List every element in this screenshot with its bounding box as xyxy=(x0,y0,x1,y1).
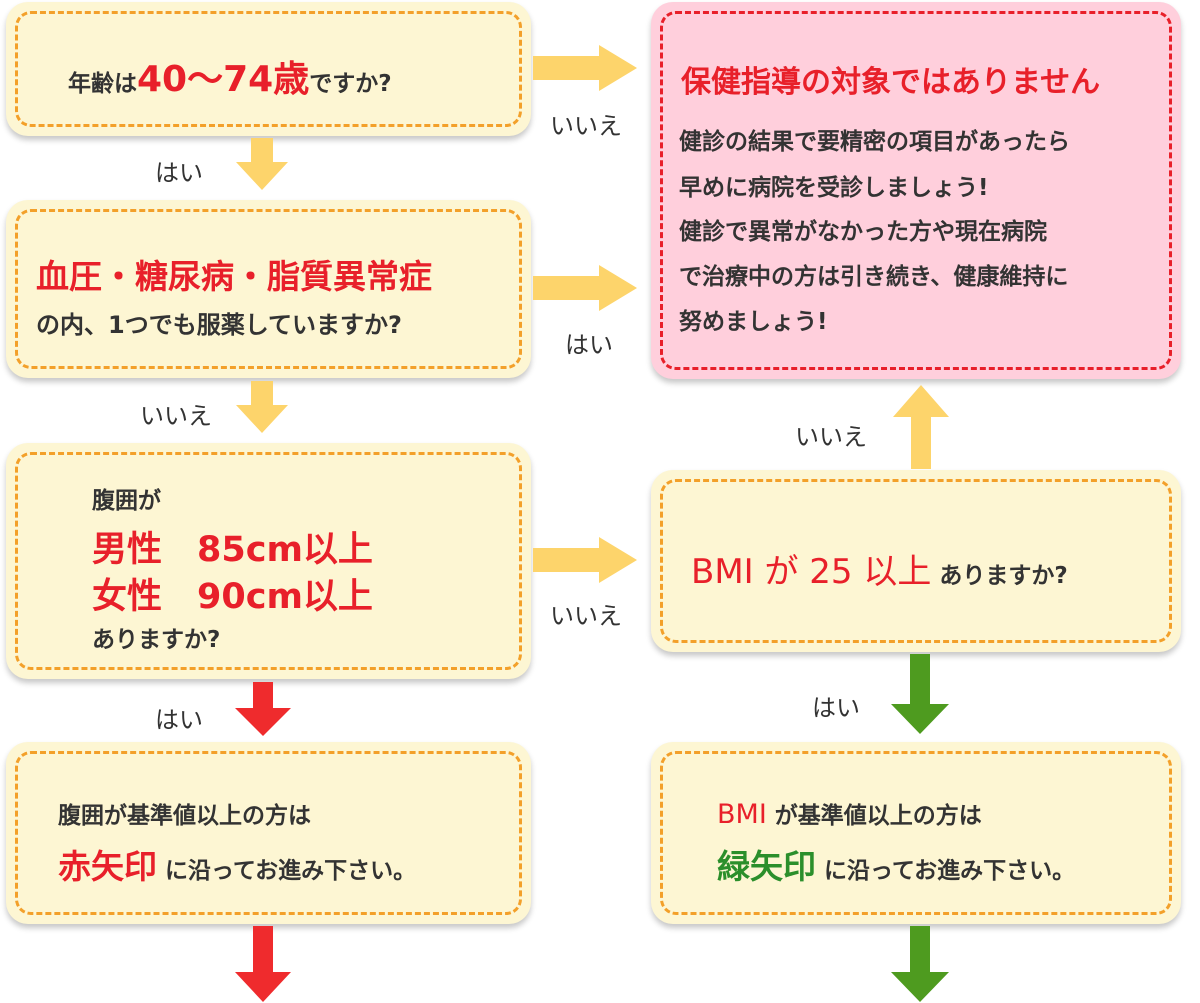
age-yes-arrow-icon xyxy=(236,138,288,190)
medication-question-box: 血圧・糖尿病・脂質異常症 の内、1つでも服薬していますか? xyxy=(6,200,531,378)
waist-question-suffix: ありますか? xyxy=(92,627,221,653)
medication-question-text: の内、1つでも服薬していますか? xyxy=(36,311,402,339)
red-arrow-highlight: 赤矢印 xyxy=(58,847,157,886)
bmi-result-line1-text: が基準値以上の方は xyxy=(774,803,982,829)
waist-yes-red-arrow-icon xyxy=(235,682,291,736)
waist-no-arrow-icon xyxy=(533,537,637,583)
bmi-threshold-highlight: BMI が 25 以上 xyxy=(691,552,932,592)
bmi-question-box: BMI が 25 以上ありますか? xyxy=(651,470,1181,652)
waist-result-box: 腹囲が基準値以上の方は 赤矢印に沿ってお進み下さい。 xyxy=(6,742,531,924)
age-question-box: 年齢は40～74歳ですか? xyxy=(6,2,531,136)
waist-question-intro: 腹囲が xyxy=(92,488,161,514)
age-range-highlight: 40～74歳 xyxy=(137,59,310,100)
age-question-text: 年齢は40～74歳ですか? xyxy=(68,50,392,102)
bmi-result-suffix: に沿ってお進み下さい。 xyxy=(824,858,1076,884)
meds-yes-label: はい xyxy=(565,331,613,359)
advice-line-1: 健診の結果で要精密の項目があったら xyxy=(679,129,1070,155)
not-target-title: 保健指導の対象ではありません xyxy=(681,65,1101,100)
bottom-green-arrow-icon xyxy=(891,926,949,1002)
bmi-no-arrow-icon xyxy=(893,385,949,469)
age-question-suffix: ですか? xyxy=(309,71,392,97)
bmi-no-label: いいえ xyxy=(795,423,867,451)
age-yes-label: はい xyxy=(155,159,203,187)
bmi-yes-label: はい xyxy=(812,694,860,722)
waist-no-label: いいえ xyxy=(550,602,622,630)
bottom-red-arrow-icon xyxy=(235,926,291,1002)
waist-result-line1: 腹囲が基準値以上の方は xyxy=(58,803,311,829)
bmi-yes-green-arrow-icon xyxy=(891,654,949,734)
waist-result-suffix: に沿ってお進み下さい。 xyxy=(165,858,417,884)
not-target-box: 保健指導の対象ではありません 健診の結果で要精密の項目があったら 早めに病院を受… xyxy=(651,2,1181,379)
bmi-label-highlight: BMI xyxy=(717,799,767,830)
waist-result-line2: 赤矢印に沿ってお進み下さい。 xyxy=(58,840,416,888)
waist-male-threshold: 男性 85cm以上 xyxy=(92,530,373,570)
advice-line-3: 健診で異常がなかった方や現在病院 xyxy=(679,219,1047,245)
waist-female-threshold: 女性 90cm以上 xyxy=(92,577,373,617)
waist-question-box: 腹囲が 男性 85cm以上 女性 90cm以上 ありますか? xyxy=(6,443,531,679)
bmi-question-suffix: ありますか? xyxy=(939,563,1068,589)
advice-line-4: で治療中の方は引き続き、健康維持に xyxy=(679,264,1069,290)
advice-line-5: 努めましょう! xyxy=(679,309,828,335)
meds-no-label: いいえ xyxy=(140,402,212,430)
meds-no-arrow-icon xyxy=(236,381,288,433)
bmi-question-text: BMI が 25 以上ありますか? xyxy=(691,544,1068,593)
waist-yes-label: はい xyxy=(155,706,203,734)
age-no-arrow-icon xyxy=(533,45,637,91)
bmi-result-line2: 緑矢印に沿ってお進み下さい。 xyxy=(717,840,1075,888)
conditions-highlight: 血圧・糖尿病・脂質異常症 xyxy=(36,257,432,296)
age-no-label: いいえ xyxy=(550,112,622,140)
age-question-prefix: 年齢は xyxy=(68,71,137,97)
advice-line-2: 早めに病院を受診しましょう! xyxy=(679,175,989,201)
bmi-result-box: BMI が基準値以上の方は 緑矢印に沿ってお進み下さい。 xyxy=(651,742,1181,924)
meds-yes-arrow-icon xyxy=(533,265,637,311)
green-arrow-highlight: 緑矢印 xyxy=(717,847,816,886)
bmi-result-line1: BMI が基準値以上の方は xyxy=(717,796,982,830)
